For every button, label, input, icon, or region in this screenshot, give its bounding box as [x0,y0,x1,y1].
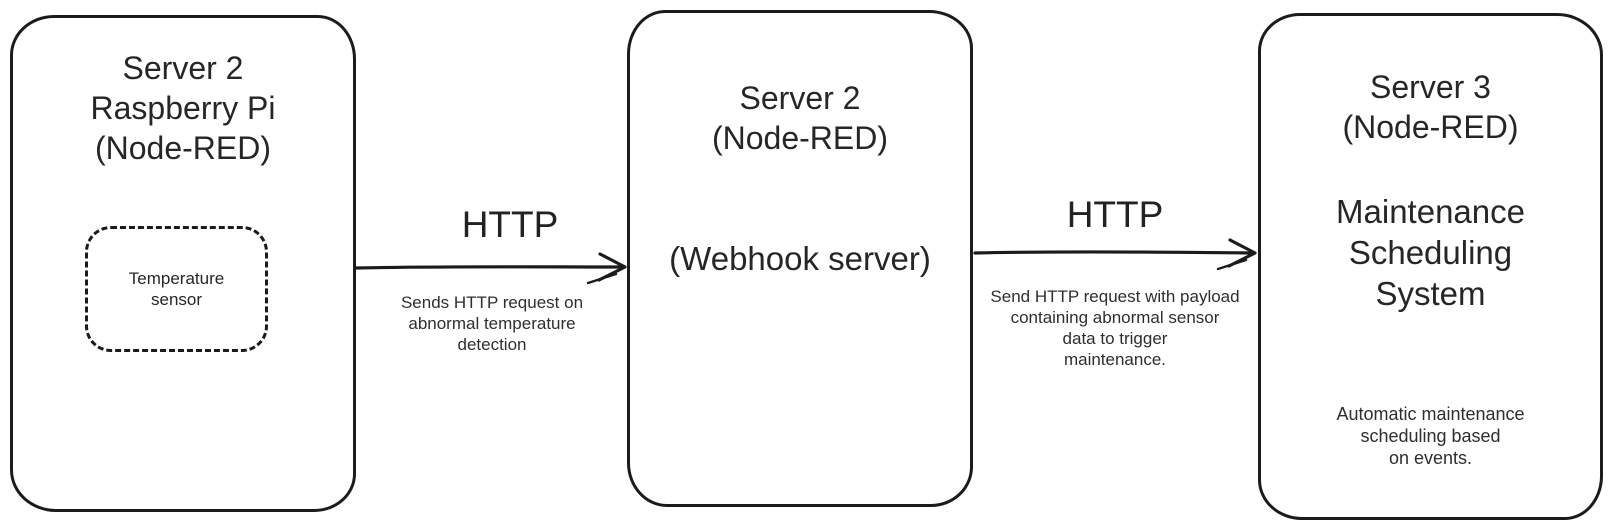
node-title: Server 2 (Node-RED) [711,80,889,156]
node-subtitle-maintenance: Maintenance Scheduling System [1336,193,1525,312]
arrow-head-sketch-stroke [586,272,618,285]
node-title: Server 3 (Node-RED) [1342,69,1519,145]
node-title: Server 2 Raspberry Pi (Node-RED) [90,50,276,166]
arrow-head-icon [597,252,627,282]
temperature-sensor-box: Temperature sensor [85,226,268,352]
node-subtitle-webhook: (Webhook server) [669,240,931,277]
arrow-line [973,250,1253,255]
edge-description-1: Sends HTTP request on abnormal temperatu… [400,293,584,354]
node-server2-webhook: Server 2 (Node-RED) (Webhook server) [627,10,973,507]
arrow-line [354,265,623,270]
arrow-head-sketch-stroke [1216,258,1248,271]
arrow-head-icon [1227,238,1257,268]
edge-label-http-1: HTTP [461,204,559,245]
temperature-sensor-label: Temperature sensor [128,269,225,309]
edge-label-http-2: HTTP [1066,194,1164,235]
node-note-maintenance: Automatic maintenance scheduling based o… [1336,404,1525,468]
http-arrow-1 [354,252,627,285]
node-server2-raspberry-pi: Server 2 Raspberry Pi (Node-RED) [10,15,356,512]
http-arrow-2 [973,238,1257,271]
node-server3-maintenance: Server 3 (Node-RED) Maintenance Scheduli… [1258,13,1603,520]
edge-description-2: Send HTTP request with payload containin… [990,287,1240,369]
